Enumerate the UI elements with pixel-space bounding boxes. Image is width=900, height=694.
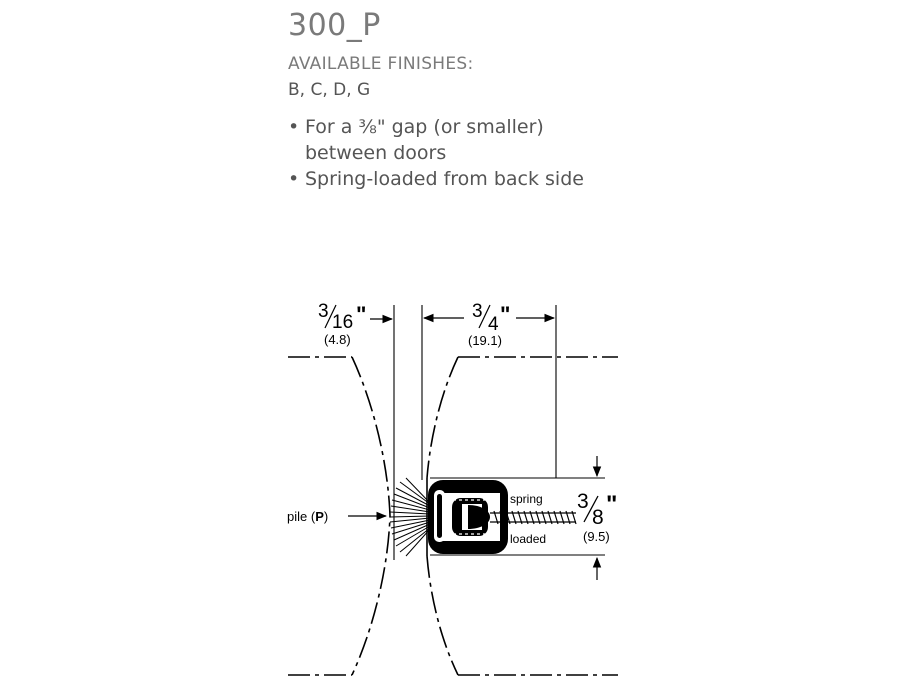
dimension-width: 3 4 " (19.1) [422,301,556,348]
dim-height-metric: (9.5) [583,529,610,544]
pile-holder [428,480,508,554]
dimension-gap: 3 16 " (4.8) [318,301,394,347]
dimension-height: 3 8 " (9.5) [577,456,617,580]
dim-width-metric: (19.1) [468,333,502,348]
feature-item: For a ⅜" gap (or smaller) between doors [288,114,584,166]
left-door-outline [288,356,391,676]
loaded-label: loaded [510,532,546,546]
feature-list: For a ⅜" gap (or smaller) between doors … [288,114,584,192]
right-door-outline [426,356,618,676]
screw-thread [490,510,577,525]
feature-line: For a ⅜" gap (or smaller) [305,116,544,138]
dim-gap-den: 16 [332,312,353,333]
dim-height-num: 3 [577,490,589,513]
feature-line: between doors [305,142,447,164]
feature-line: Spring-loaded from back side [305,168,584,190]
pile-label-pre: pile ( [287,509,316,524]
pile-label-bold: P [315,509,324,524]
finishes-values: B, C, D, G [288,80,371,100]
dim-height-unit: " [606,491,617,518]
dim-height-den: 8 [592,506,604,529]
dim-width-num: 3 [472,301,483,322]
pile-bristles [389,477,431,557]
dim-gap-metric: (4.8) [324,332,351,347]
dim-width-den: 4 [488,314,499,335]
dim-gap-unit: " [356,302,366,327]
product-title: 300_P [288,8,381,43]
finishes-label: AVAILABLE FINISHES: [288,54,474,74]
dim-gap-num: 3 [318,301,329,322]
svg-text:pile (P): pile (P) [287,509,328,524]
extension-lines [393,305,605,560]
spring-label: spring [510,492,543,506]
pile-label: pile (P) [287,509,388,524]
pile-label-post: ) [324,509,328,524]
dim-width-unit: " [500,302,510,327]
feature-item: Spring-loaded from back side [288,166,584,192]
